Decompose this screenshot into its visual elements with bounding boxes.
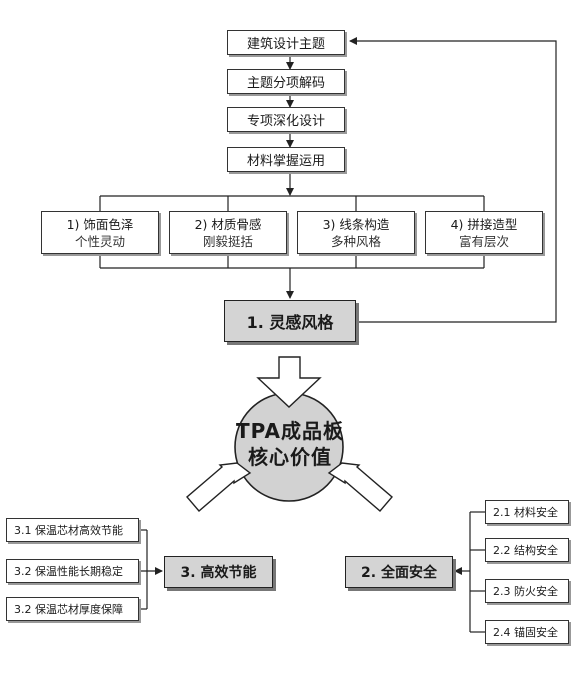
- efficiency-item: 3.1 保温芯材高效节能: [6, 518, 139, 542]
- category-subtitle: 刚毅挺括: [202, 233, 253, 249]
- category-box-material-texture: 2) 材质骨感 刚毅挺括: [169, 211, 287, 254]
- safety-item: 2.3 防火安全: [485, 579, 569, 603]
- core-value-label: TPA成品板 核心价值: [220, 418, 360, 470]
- arrow-right: [327, 462, 393, 512]
- category-box-joint-shape: 4) 拼接造型 富有层次: [425, 211, 543, 254]
- category-subtitle: 个性灵动: [74, 233, 125, 249]
- category-subtitle: 多种风格: [330, 233, 381, 249]
- category-subtitle: 富有层次: [458, 233, 509, 249]
- safety-item: 2.2 结构安全: [485, 538, 569, 562]
- category-box-line-structure: 3) 线条构造 多种风格: [297, 211, 415, 254]
- core-value-line1: TPA成品板: [236, 419, 344, 443]
- core-value-line2: 核心价值: [248, 445, 332, 469]
- efficiency-box: 3. 高效节能: [164, 556, 273, 588]
- safety-item: 2.4 锚固安全: [485, 620, 569, 644]
- flow-step-theme-decode: 主题分项解码: [227, 69, 345, 94]
- category-title: 1) 饰面色泽: [66, 216, 134, 232]
- arrow-left: [186, 462, 252, 512]
- category-title: 2) 材质骨感: [194, 216, 262, 232]
- safety-box: 2. 全面安全: [345, 556, 453, 588]
- flow-step-deepen-design: 专项深化设计: [227, 107, 345, 132]
- safety-item: 2.1 材料安全: [485, 500, 569, 524]
- inspiration-style-box: 1. 灵感风格: [224, 300, 356, 342]
- efficiency-item: 3.2 保温芯材厚度保障: [6, 597, 139, 621]
- category-box-finish-color: 1) 饰面色泽 个性灵动: [41, 211, 159, 254]
- category-title: 3) 线条构造: [322, 216, 390, 232]
- flow-step-design-theme: 建筑设计主题: [227, 30, 345, 55]
- efficiency-item: 3.2 保温性能长期稳定: [6, 559, 139, 583]
- category-title: 4) 拼接造型: [450, 216, 518, 232]
- flow-step-material-use: 材料掌握运用: [227, 147, 345, 172]
- arrow-top: [256, 356, 322, 408]
